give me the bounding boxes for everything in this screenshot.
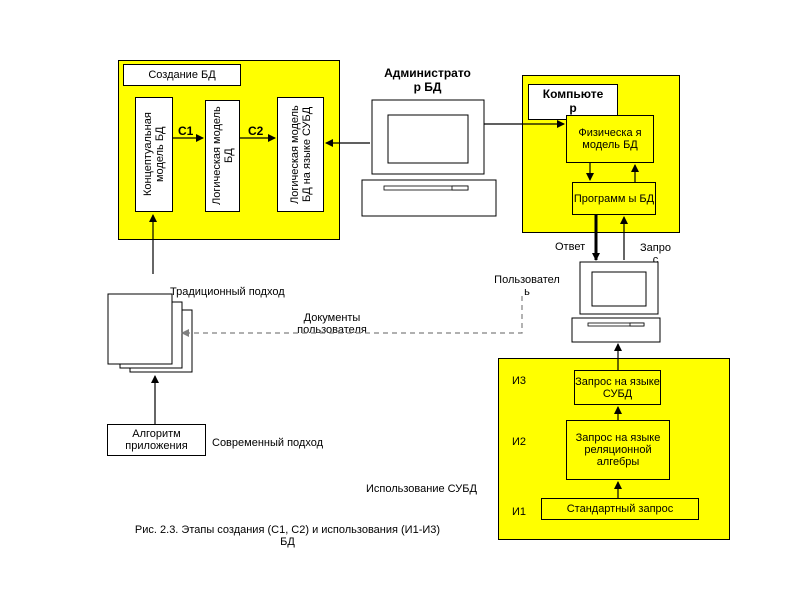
requests-label-line1: Запро <box>640 242 671 254</box>
traditional-approach-label: Традиционный подход <box>170 286 285 298</box>
user-documents-icon <box>107 293 193 373</box>
logical-dbms-model-box: Логическая модель БД на языке СУБД <box>277 97 324 212</box>
db-programs-box: Программ ы БД <box>572 182 656 215</box>
logical-model-box: Логическая модель БД <box>205 100 240 212</box>
application-algorithm-line2: приложения <box>125 440 188 452</box>
user-label: Пользовател ь <box>482 274 572 298</box>
computer-title: Компьюте р <box>528 84 618 120</box>
dbms-usage-label: Использование СУБД <box>366 483 477 495</box>
db-programs-label: Программ ы БД <box>573 192 655 205</box>
relational-query-box: Запрос на языке реляционной алгебры <box>566 420 670 480</box>
computer-title-line2: р <box>569 101 577 115</box>
requests-label: Запро с <box>633 242 678 266</box>
relational-query-label: Запрос на языке реляционной алгебры <box>575 432 661 468</box>
figure-caption: Рис. 2.3. Этапы создания (С1, С2) и испо… <box>105 524 470 548</box>
conceptual-model-box: Концептуальная модель БД <box>135 97 173 212</box>
c1-label: С1 <box>178 124 194 138</box>
application-algorithm-box: Алгоритм приложения <box>107 424 206 456</box>
administrator-computer-icon <box>361 99 497 217</box>
physical-model-label: Физическа я модель БД <box>578 127 642 151</box>
i3-label: И3 <box>512 375 527 387</box>
user-computer-icon <box>571 261 661 343</box>
physical-model-box: Физическа я модель БД <box>566 115 654 163</box>
figure-caption-line2: БД <box>280 536 295 548</box>
dbms-query-box: Запрос на языке СУБД <box>574 370 661 405</box>
standard-query-box: Стандартный запрос <box>541 498 699 520</box>
dbms-query-label: Запрос на языке СУБД <box>575 375 660 400</box>
application-algorithm-line1: Алгоритм <box>132 428 181 440</box>
c2-label: С2 <box>248 124 264 138</box>
i1-label: И1 <box>512 506 527 518</box>
arrow-user-to-documents <box>181 296 523 337</box>
user-label-line2: ь <box>524 286 530 298</box>
administrator-label-line2: р БД <box>413 80 442 94</box>
user-documents-line1: Документы <box>303 312 361 324</box>
answer-label: Ответ <box>555 241 586 253</box>
standard-query-label: Стандартный запрос <box>566 503 674 515</box>
db-creation-title-text: Создание БД <box>148 69 216 81</box>
i2-label: И2 <box>512 436 527 448</box>
db-creation-title: Создание БД <box>123 64 241 86</box>
administrator-label: Администрато р БД <box>365 66 490 94</box>
user-label-line1: Пользовател <box>494 274 560 286</box>
administrator-label-line1: Администрато <box>384 66 471 80</box>
modern-approach-label: Современный подход <box>212 437 323 449</box>
figure-caption-line1: Рис. 2.3. Этапы создания (С1, С2) и испо… <box>134 524 441 536</box>
computer-title-line1: Компьюте <box>542 87 604 101</box>
requests-label-line2: с <box>652 254 659 266</box>
